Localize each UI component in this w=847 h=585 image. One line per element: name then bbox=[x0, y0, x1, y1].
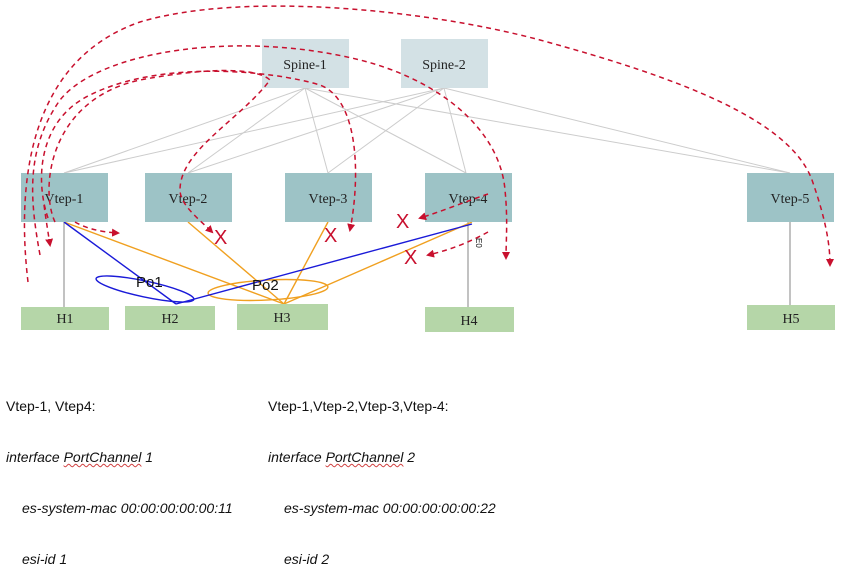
config-right-interface: interface PortChannel 2 bbox=[268, 449, 416, 465]
host-h1-box bbox=[21, 307, 109, 330]
po1-links bbox=[63, 221, 473, 305]
config-left-esi: esi-id 1 bbox=[22, 551, 68, 567]
host-h2-box bbox=[125, 306, 215, 330]
fabric-link bbox=[443, 87, 467, 174]
config-left: Vtep-1, Vtep4: interface PortChannel 1 e… bbox=[6, 364, 233, 585]
config-right-esi: esi-id 2 bbox=[284, 551, 330, 567]
flood-arrow-to-po bbox=[74, 221, 120, 237]
blocked-mark-vtep3: X bbox=[324, 225, 337, 247]
host-h5[interactable]: H5 bbox=[747, 305, 835, 330]
vtep-3[interactable]: Vtep-3 bbox=[285, 173, 372, 222]
vtep-5[interactable]: Vtep-5 bbox=[747, 173, 834, 222]
blocked-mark-vtep4-upper: X bbox=[396, 211, 409, 233]
host-h3[interactable]: H3 bbox=[237, 304, 328, 330]
vtep-3-label: Vtep-3 bbox=[309, 192, 348, 207]
po1-link-vtep4 bbox=[175, 223, 473, 305]
host-h4-box bbox=[425, 307, 514, 332]
vtep-4-label: Vtep-4 bbox=[449, 192, 488, 207]
po1-label: Po1 bbox=[136, 274, 163, 291]
fabric-link bbox=[304, 87, 791, 174]
config-right-header: Vtep-1,Vtep-2,Vtep-3,Vtep-4: bbox=[268, 398, 449, 414]
vtep-3-box bbox=[285, 173, 372, 222]
po2-link-vtep2 bbox=[187, 221, 285, 305]
config-right-mac: es-system-mac 00:00:00:00:00:22 bbox=[284, 500, 496, 516]
config-right: Vtep-1,Vtep-2,Vtep-3,Vtep-4: interface P… bbox=[268, 364, 496, 585]
config-left-mac: es-system-mac 00:00:00:00:00:11 bbox=[22, 500, 233, 516]
flood-arrow-to-vtep5 bbox=[23, 5, 834, 283]
vtep-2-box bbox=[145, 173, 232, 222]
fabric-link bbox=[63, 87, 306, 174]
po2-links bbox=[63, 221, 473, 305]
po2-link-vtep3 bbox=[283, 221, 329, 305]
vtep-1[interactable]: Vtep-1 bbox=[21, 173, 108, 222]
port-label-e0: E0 bbox=[474, 238, 483, 248]
po2-link-vtep4 bbox=[283, 221, 473, 305]
vtep-4-box bbox=[425, 173, 512, 222]
host-h5-box bbox=[747, 305, 835, 330]
flood-arrow-vtep4-to-po2 bbox=[418, 193, 489, 221]
host-h4-label: H4 bbox=[460, 314, 477, 329]
po1-link-vtep1 bbox=[63, 221, 177, 305]
vtep-5-box bbox=[747, 173, 834, 222]
vtep-1-label: Vtep-1 bbox=[45, 192, 84, 207]
host-h2[interactable]: H2 bbox=[125, 306, 215, 330]
config-left-header: Vtep-1, Vtep4: bbox=[6, 398, 96, 414]
vtep-2[interactable]: Vtep-2 bbox=[145, 173, 232, 222]
spine-2-label: Spine-2 bbox=[422, 58, 466, 73]
host-h2-label: H2 bbox=[161, 312, 178, 327]
host-h3-box bbox=[237, 304, 328, 330]
flood-arrow-to-h1 bbox=[43, 204, 54, 247]
fabric-link bbox=[443, 87, 791, 174]
spine-2[interactable]: Spine-2 bbox=[401, 39, 488, 88]
fabric-link bbox=[187, 87, 306, 174]
po1-ellipse bbox=[95, 275, 195, 303]
fabric-link bbox=[327, 87, 445, 174]
flood-arrow-to-vtep3 bbox=[40, 70, 357, 232]
access-links bbox=[63, 222, 791, 309]
blocked-mark-vtep2: X bbox=[214, 227, 227, 249]
vtep-5-label: Vtep-5 bbox=[771, 192, 810, 207]
flood-arrow-to-vtep4 bbox=[31, 45, 511, 260]
host-h3-label: H3 bbox=[273, 311, 290, 326]
po2-link-vtep1 bbox=[63, 221, 285, 305]
blocked-mark-vtep4-lower: X bbox=[404, 247, 417, 269]
fabric-link bbox=[187, 87, 445, 174]
vtep-4[interactable]: Vtep-4 bbox=[425, 173, 512, 222]
vtep-2-label: Vtep-2 bbox=[169, 192, 208, 207]
fabric-links bbox=[63, 87, 791, 174]
po2-ellipse bbox=[207, 278, 329, 302]
host-h4[interactable]: H4 bbox=[425, 307, 514, 332]
host-h1-label: H1 bbox=[56, 312, 73, 327]
config-left-interface: interface PortChannel 1 bbox=[6, 449, 154, 465]
vtep-1-box bbox=[21, 173, 108, 222]
host-h5-label: H5 bbox=[782, 312, 799, 327]
evpn-multihoming-diagram: Spine-1 Spine-2 Vtep-1 Vtep-2 Vtep-3 Vte… bbox=[21, 5, 835, 332]
po2-label: Po2 bbox=[252, 277, 279, 294]
spine-1-label: Spine-1 bbox=[283, 58, 327, 73]
flood-arrow-vtep4-to-po1 bbox=[426, 231, 489, 258]
host-h1[interactable]: H1 bbox=[21, 307, 109, 330]
fabric-link bbox=[63, 87, 445, 174]
flood-paths bbox=[23, 5, 834, 283]
